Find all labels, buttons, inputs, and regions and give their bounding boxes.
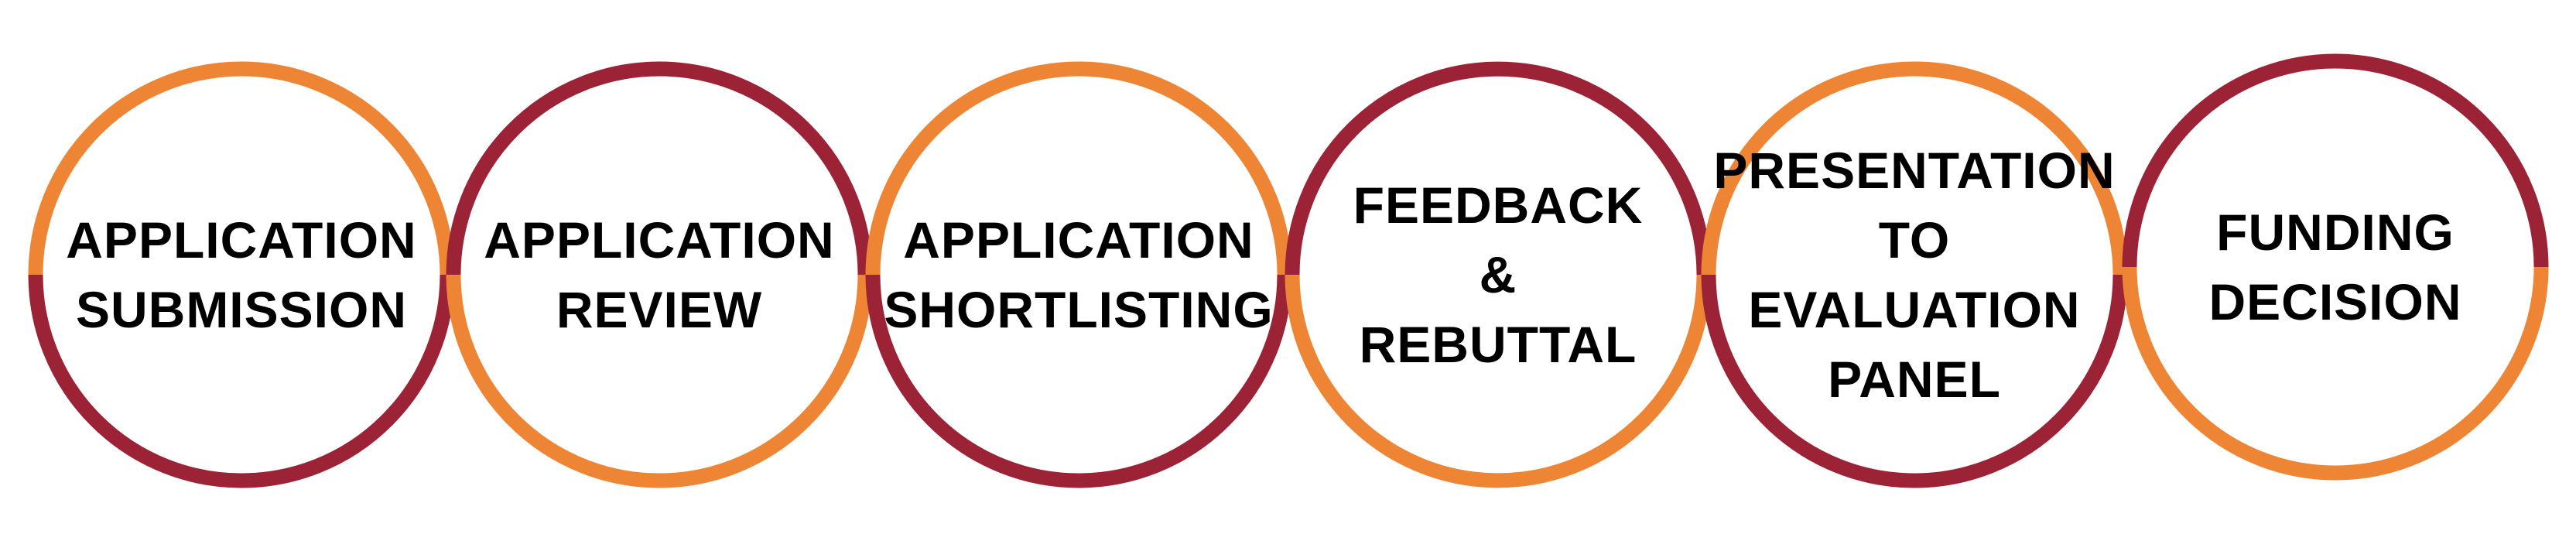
stage-circle-fill <box>1292 69 1704 481</box>
stage-ring-bottom-arc <box>2122 266 2549 481</box>
stage-ring-top-arc <box>446 61 873 276</box>
stage-ring-top-arc <box>865 61 1292 276</box>
stage-label-5: PRESENTATION TO EVALUATION PANEL <box>1713 135 2114 414</box>
stage-circle-fill <box>453 69 865 481</box>
stage-circle-5 <box>1701 61 2128 488</box>
stage-ring-top-arc <box>2122 53 2549 268</box>
stage-label-4: FEEDBACK & REBUTTAL <box>1305 170 1692 379</box>
stage-label-3: APPLICATION SHORTLISTING <box>884 205 1274 344</box>
stage-ring-bottom-arc <box>1285 274 1712 488</box>
stage-ring-bottom-arc <box>28 274 455 488</box>
stage-ring-bottom-arc <box>1701 274 2128 488</box>
stage-label-line: SHORTLISTING <box>884 281 1274 338</box>
stage-label-line: SUBMISSION <box>75 281 408 338</box>
stage-circle-fill <box>873 69 1285 481</box>
stage-ring-top-arc <box>28 61 455 276</box>
stage-circle-fill <box>2130 61 2541 473</box>
stage-label-1: APPLICATION SUBMISSION <box>48 205 435 344</box>
stage-circle-1 <box>28 61 455 488</box>
stage-label-line: FEEDBACK <box>1353 176 1644 234</box>
stage-ring-bottom-arc <box>446 274 873 488</box>
stage-label-line: & <box>1479 246 1517 303</box>
stage-label-line: FUNDING <box>2216 204 2455 261</box>
stage-label-line: PRESENTATION <box>1713 142 2116 199</box>
stage-label-line: APPLICATION <box>66 211 417 269</box>
stage-label-line: REVIEW <box>556 281 763 338</box>
stage-label-line: APPLICATION <box>903 211 1254 269</box>
stage-circle-fill <box>36 69 447 481</box>
stage-label-line: EVALUATION <box>1748 281 2081 338</box>
stage-circle-3 <box>865 61 1292 488</box>
stage-circle-4 <box>1285 61 1712 488</box>
stage-label-line: REBUTTAL <box>1359 316 1637 373</box>
stage-ring-top-arc <box>1285 61 1712 276</box>
stage-label-line: PANEL <box>1828 351 2001 408</box>
stage-label-line: TO <box>1878 211 1951 269</box>
stage-ring-top-arc <box>1701 61 2128 276</box>
stage-label-2: APPLICATION REVIEW <box>466 205 853 344</box>
stage-label-line: DECISION <box>2208 273 2462 330</box>
stage-circle-2 <box>446 61 873 488</box>
stage-ring-bottom-arc <box>865 274 1292 488</box>
stage-label-line: APPLICATION <box>484 211 835 269</box>
stage-circle-fill <box>1709 69 2120 481</box>
stage-circle-6 <box>2122 53 2549 481</box>
stage-label-6: FUNDING DECISION <box>2142 197 2529 337</box>
